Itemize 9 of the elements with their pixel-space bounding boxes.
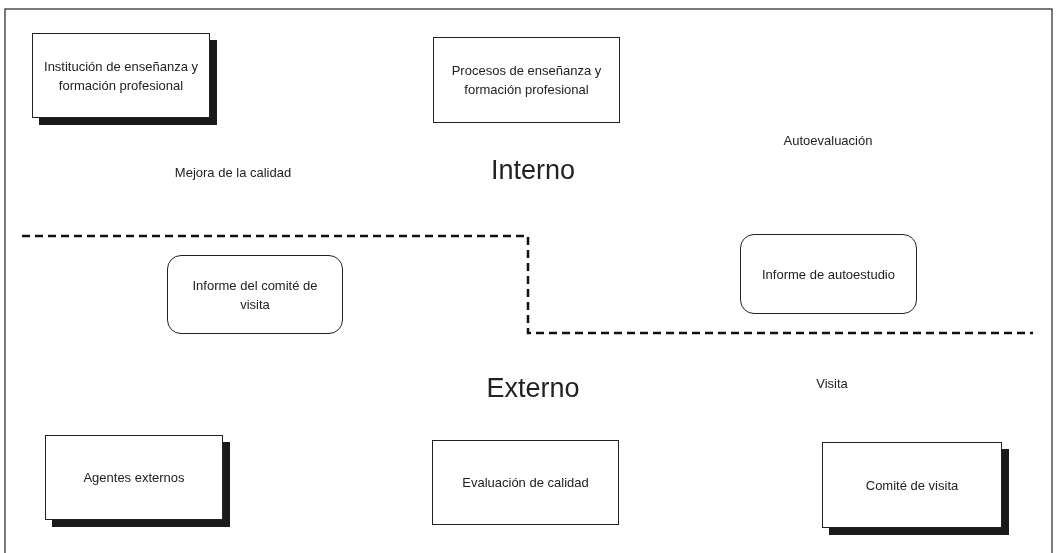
process-box: Evaluación de calidad <box>432 440 619 525</box>
report-box: Informe de autoestudio <box>740 234 917 314</box>
flow-label: Visita <box>816 375 848 391</box>
report-box: Informe del comité de visita <box>167 255 343 334</box>
zone-heading: Externo <box>486 372 580 404</box>
flow-label: Mejora de la calidad <box>174 164 292 180</box>
flow-label: Autoevaluación <box>783 132 873 148</box>
process-box: Procesos de enseñanza y formación profesional <box>433 37 620 123</box>
zone-heading: Interno <box>490 154 576 186</box>
